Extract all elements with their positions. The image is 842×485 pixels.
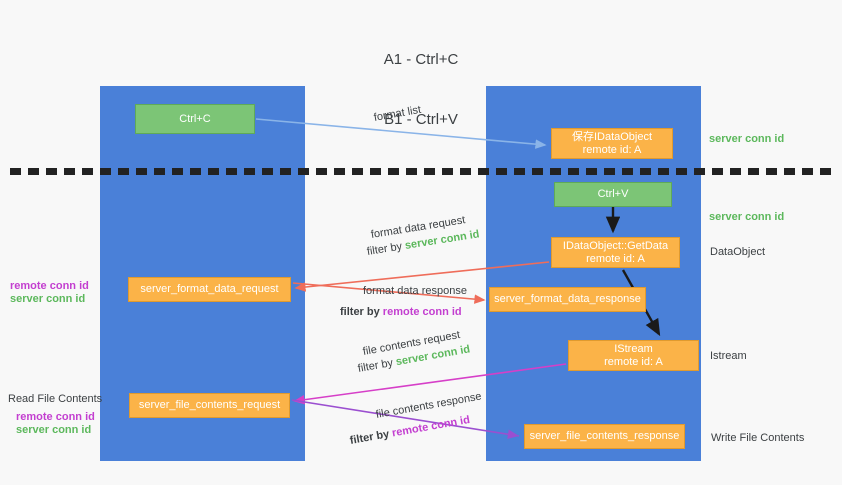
node-idataobject-getdata-remote-id: remote id: A: [586, 252, 645, 265]
arrow-format-list: [255, 118, 547, 149]
side-label-server-conn-id-top: server conn id: [709, 133, 785, 145]
arrow-file-contents-request: [293, 363, 567, 405]
side-label-server-conn-id-mid: server conn id: [709, 211, 785, 223]
node-istream-remote-id: remote id: A: [604, 355, 663, 368]
side-label-istream: Istream: [710, 350, 747, 362]
phase-divider: [10, 168, 834, 175]
edge-label-format-data-response-filter-value: remote conn id: [382, 306, 462, 318]
arrow-format-data-request: [294, 261, 550, 292]
node-ctrl-v[interactable]: Ctrl+V: [554, 182, 672, 207]
node-istream-label: IStream: [614, 342, 653, 355]
node-ctrl-v-label: Ctrl+V: [597, 188, 629, 200]
node-server-file-contents-response-label: server_file_contents_response: [529, 430, 680, 442]
side-label-remote-conn-id-mid: remote conn id: [10, 280, 89, 292]
node-server-format-data-request-label: server_format_data_request: [140, 283, 279, 295]
side-label-server-conn-id-bottom: server conn id: [16, 424, 92, 436]
node-save-idataobject[interactable]: 保存IDataObject remote id: A: [551, 128, 673, 159]
side-label-remote-conn-id-bottom: remote conn id: [16, 411, 95, 423]
side-label-read-file-contents: Read File Contents: [8, 393, 103, 405]
node-server-file-contents-request-label: server_file_contents_request: [138, 399, 281, 411]
node-ctrl-c-label: Ctrl+C: [179, 112, 211, 125]
arrow-format-data-response: [292, 282, 486, 304]
node-istream[interactable]: IStream remote id: A: [568, 340, 699, 371]
arrow-file-contents-response: [291, 399, 520, 439]
node-idataobject-getdata[interactable]: IDataObject::GetData remote id: A: [551, 237, 680, 268]
node-server-format-data-request[interactable]: server_format_data_request: [128, 277, 291, 302]
node-server-format-data-response-label: server_format_data_response: [494, 293, 641, 305]
node-idataobject-getdata-label: IDataObject::GetData: [562, 239, 669, 252]
node-server-file-contents-response[interactable]: server_file_contents_response: [524, 424, 685, 449]
diagram-title-line-2: B1 - Ctrl+V: [384, 111, 458, 128]
side-label-write-file-contents: Write File Contents: [711, 432, 805, 444]
node-ctrl-c[interactable]: Ctrl+C: [135, 104, 255, 134]
side-label-server-conn-id-left-mid: server conn id: [10, 293, 86, 305]
node-server-file-contents-request[interactable]: server_file_contents_request: [129, 393, 290, 418]
diagram-title: A1 - Ctrl+C B1 - Ctrl+V: [0, 10, 842, 170]
node-server-format-data-response[interactable]: server_format_data_response: [489, 287, 646, 312]
diagram-title-line-1: A1 - Ctrl+C: [383, 51, 459, 68]
node-save-idataobject-label: 保存IDataObject: [571, 130, 653, 143]
edge-label-format-data-response-filter: filter by remote conn id: [340, 305, 462, 319]
side-label-dataobject: DataObject: [710, 246, 766, 258]
node-save-idataobject-remote-id: remote id: A: [582, 143, 642, 156]
edge-label-format-data-response: format data response: [363, 285, 467, 297]
edge-label-format-data-response-filter-prefix: filter by: [340, 306, 383, 318]
